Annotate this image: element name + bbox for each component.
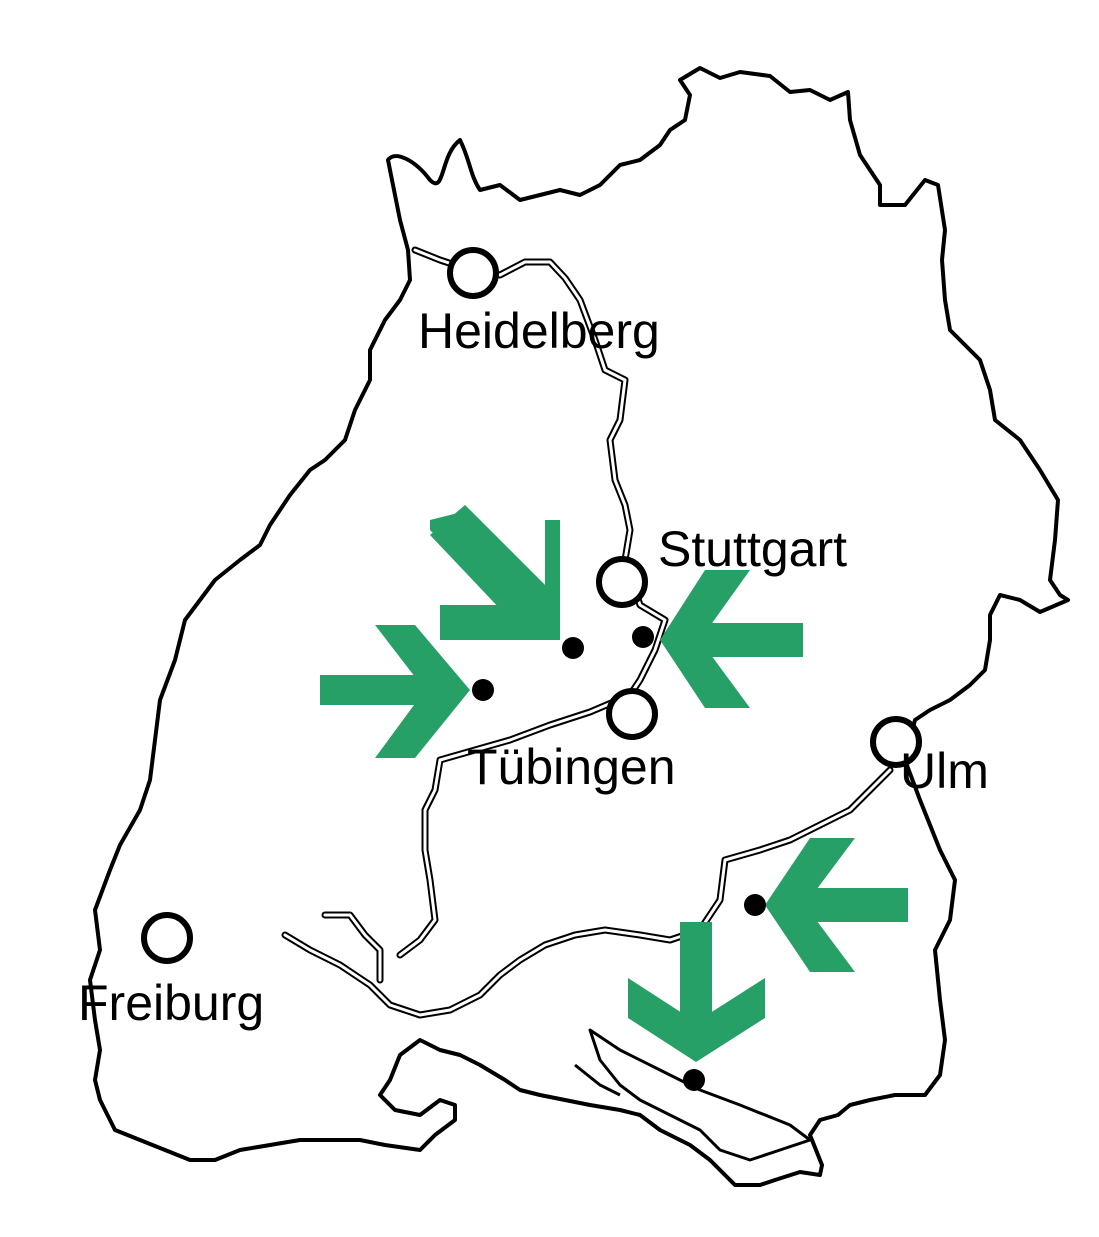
city-markers-layer bbox=[141, 247, 922, 964]
arrow-northwest-icon bbox=[430, 505, 560, 640]
sites-layer bbox=[472, 626, 766, 1091]
arrow-stuttgart-east-icon bbox=[660, 570, 803, 708]
site-dot bbox=[744, 894, 766, 916]
danube-river-fill bbox=[283, 768, 892, 1017]
city-label-tuebingen: Tübingen bbox=[467, 739, 676, 795]
city-marker-ulm bbox=[870, 716, 922, 768]
danube-tributary-fill bbox=[323, 913, 382, 982]
arrow-ulm-east-icon bbox=[765, 838, 908, 972]
city-marker-tuebingen bbox=[606, 688, 658, 740]
site-dot bbox=[683, 1069, 705, 1091]
city-label-ulm: Ulm bbox=[900, 743, 989, 799]
city-marker-stuttgart bbox=[596, 556, 648, 608]
city-label-freiburg: Freiburg bbox=[78, 975, 264, 1031]
arrow-lake-north-icon bbox=[628, 922, 765, 1062]
city-marker-freiburg bbox=[141, 912, 193, 964]
site-dot bbox=[632, 626, 654, 648]
lake-constance bbox=[588, 1028, 812, 1162]
arrow-west-icon bbox=[320, 625, 470, 758]
city-label-stuttgart: Stuttgart bbox=[658, 521, 847, 577]
lake-constance-arm bbox=[574, 1063, 621, 1097]
city-marker-heidelberg bbox=[447, 247, 499, 299]
city-label-heidelberg: Heidelberg bbox=[418, 303, 660, 359]
site-dot bbox=[562, 637, 584, 659]
arrows-layer bbox=[320, 505, 908, 1062]
city-labels-layer: Heidelberg Stuttgart Tübingen Ulm Freibu… bbox=[78, 303, 989, 1031]
site-dot bbox=[472, 679, 494, 701]
